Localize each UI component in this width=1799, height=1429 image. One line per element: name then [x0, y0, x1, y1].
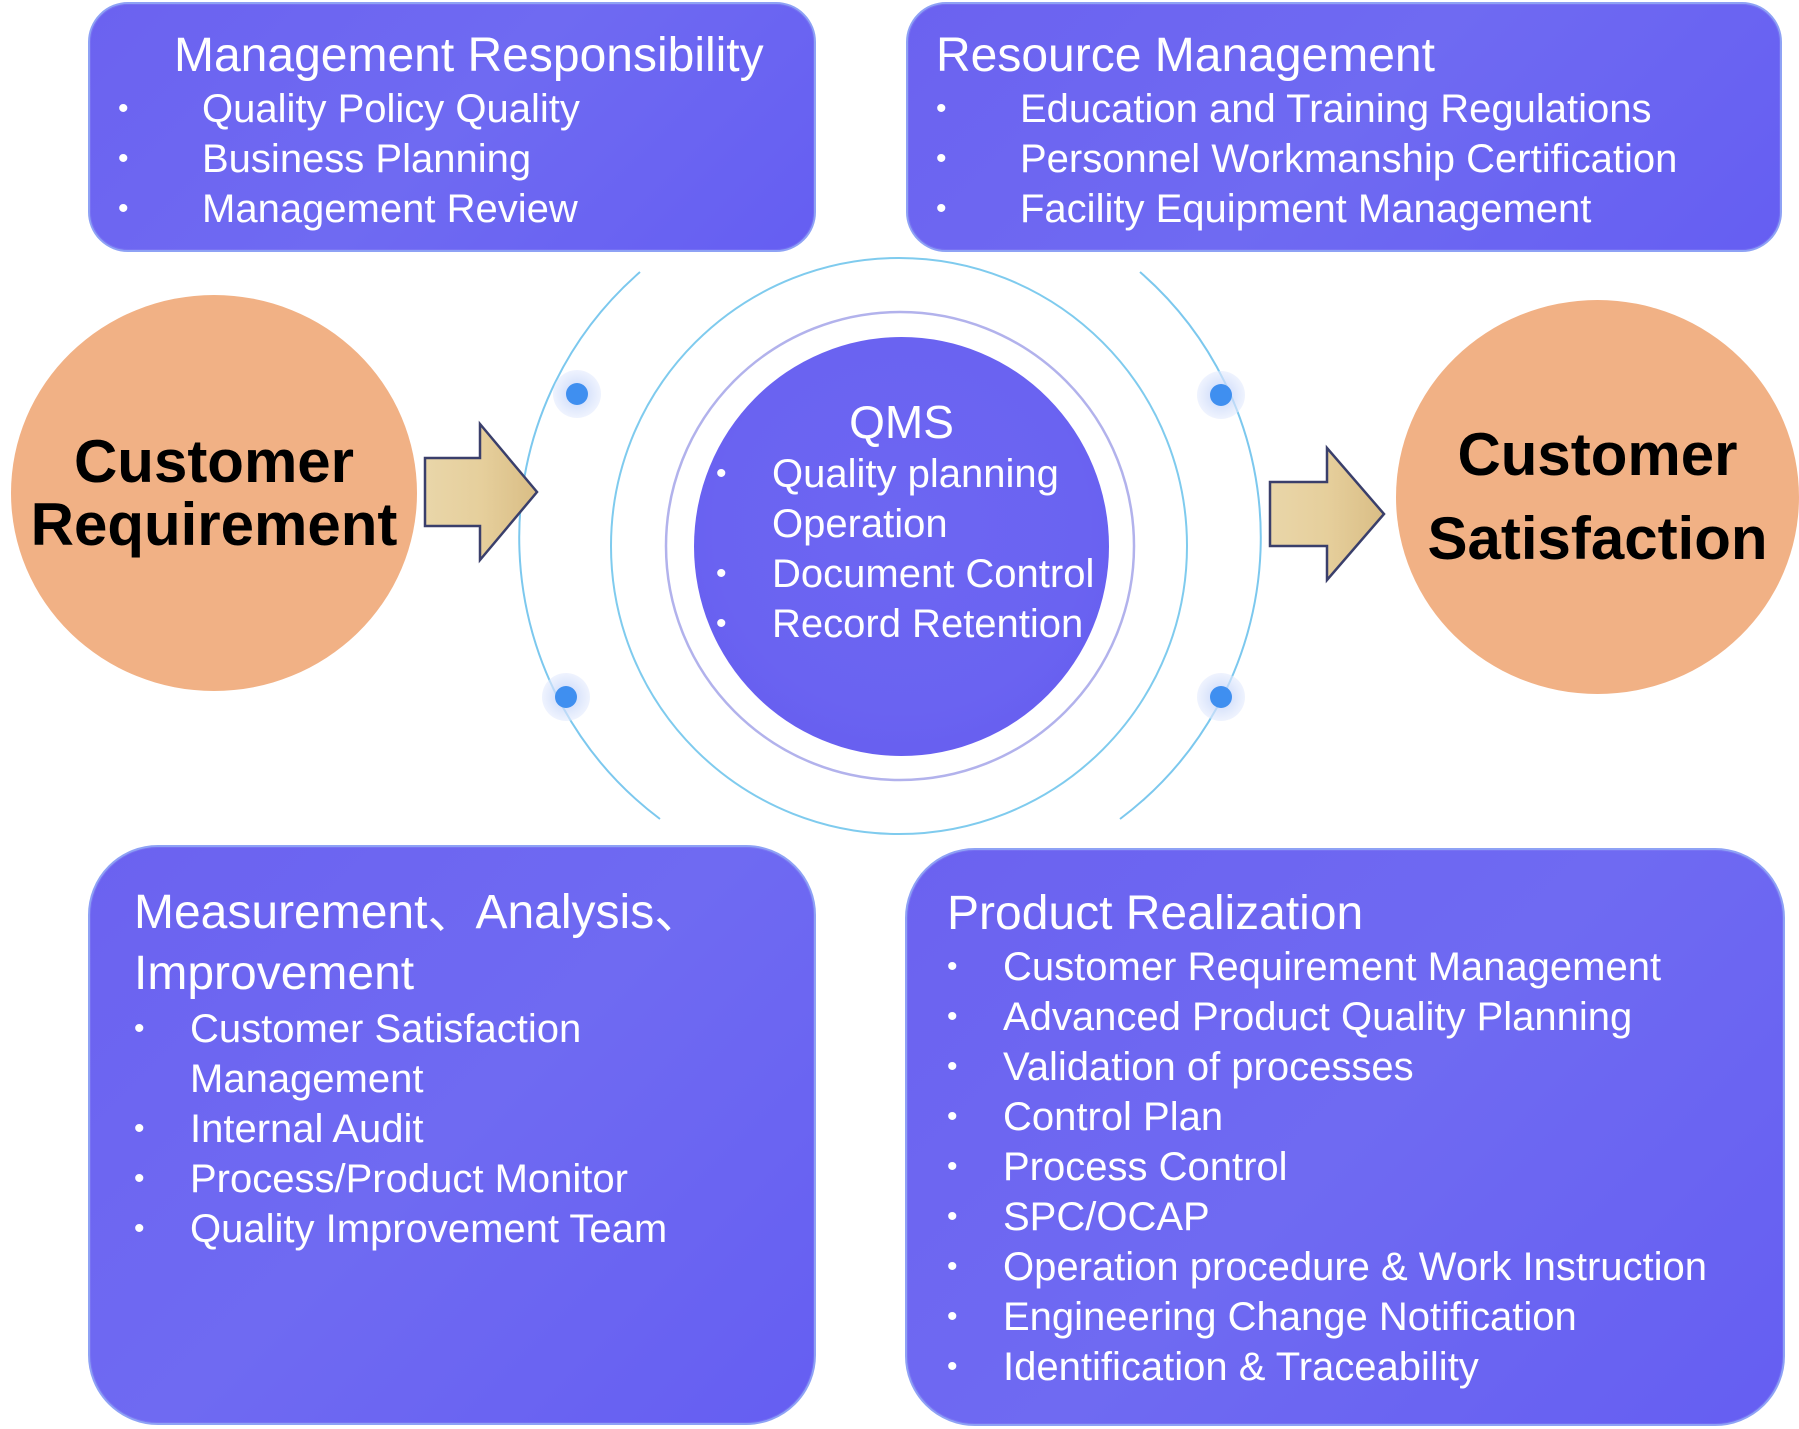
list-item: •Customer Satisfaction Management — [134, 1004, 750, 1104]
bullet-icon: • — [134, 1212, 145, 1245]
customer-satisfaction-line1: Customer — [1457, 421, 1738, 488]
list-item: •Engineering Change Notification — [947, 1292, 1783, 1342]
panel-title: Product Realization — [947, 887, 1364, 940]
bullet-icon: • — [947, 1300, 958, 1333]
bullet-icon: • — [134, 1162, 145, 1195]
list-item: •Advanced Product Quality Planning — [947, 992, 1783, 1042]
outer-ring-arc-left — [518, 271, 661, 820]
list-item: •Education and Training Regulations — [936, 84, 1780, 134]
bullet-icon: • — [947, 1050, 958, 1083]
list-item: •Identification & Traceability — [947, 1342, 1783, 1392]
list-item: •Customer Requirement Management — [947, 942, 1783, 992]
item-list: •Customer Satisfaction Management •Inter… — [134, 1004, 814, 1254]
bullet-icon: • — [947, 1350, 958, 1383]
list-item: •Document Control — [716, 549, 1094, 599]
product-realization-panel: Product Realization •Customer Requiremen… — [905, 848, 1785, 1426]
list-item: •Process/Product Monitor — [134, 1154, 750, 1204]
bullet-icon: • — [936, 192, 947, 225]
orbit-dot-bottom-left — [542, 673, 590, 721]
bullet-icon: • — [947, 1200, 958, 1233]
customer-satisfaction-circle: Customer Satisfaction — [1396, 300, 1799, 694]
resource-management-panel: Resource Management •Education and Train… — [906, 2, 1782, 252]
bullet-icon: • — [947, 1000, 958, 1033]
list-item: •SPC/OCAP — [947, 1192, 1783, 1242]
list-item: •Operation procedure & Work Instruction — [947, 1242, 1783, 1292]
inner-ring — [664, 310, 1136, 782]
management-responsibility-panel: Management Responsibility •Quality Polic… — [88, 2, 816, 252]
list-item: •Record Retention — [716, 599, 1094, 649]
bullet-icon: • — [947, 1250, 958, 1283]
list-item: •Validation of processes — [947, 1042, 1783, 1092]
middle-ring — [610, 257, 1188, 835]
list-item: •Quality planning Operation — [716, 449, 1094, 549]
customer-requirement-line2: Requirement — [30, 491, 398, 558]
bullet-icon: • — [118, 142, 129, 175]
bullet-icon: • — [716, 457, 727, 490]
orbit-dot-top-left — [553, 370, 601, 418]
orbit-dot-bottom-right — [1197, 673, 1245, 721]
bullet-icon: • — [118, 92, 129, 125]
list-item: •Quality Policy Quality — [118, 84, 814, 134]
list-item: •Control Plan — [947, 1092, 1783, 1142]
orbit-dot-top-right — [1197, 371, 1245, 419]
qms-title: QMS — [849, 396, 954, 448]
panel-title: Measurement、Analysis、Improvement — [134, 886, 703, 1000]
measurement-analysis-improvement-panel: Measurement、Analysis、Improvement •Custom… — [88, 845, 816, 1425]
bullet-icon: • — [947, 1100, 958, 1133]
item-list: •Quality Policy Quality •Business Planni… — [118, 84, 814, 234]
bullet-icon: • — [947, 1150, 958, 1183]
customer-requirement-circle: Customer Requirement — [11, 295, 417, 691]
outer-ring-arc-right — [1119, 271, 1262, 820]
panel-title: Management Responsibility — [174, 29, 764, 82]
bullet-icon: • — [716, 607, 727, 640]
qms-core-circle: QMS •Quality planning Operation •Documen… — [694, 337, 1109, 756]
list-item: •Business Planning — [118, 134, 814, 184]
list-item: •Facility Equipment Management — [936, 184, 1780, 234]
list-item: •Quality Improvement Team — [134, 1204, 750, 1254]
list-item: •Personnel Workmanship Certification — [936, 134, 1780, 184]
bullet-icon: • — [134, 1112, 145, 1145]
list-item: •Process Control — [947, 1142, 1783, 1192]
bullet-icon: • — [118, 192, 129, 225]
customer-requirement-line1: Customer — [73, 428, 355, 495]
panel-title: Resource Management — [936, 29, 1435, 82]
bullet-icon: • — [936, 142, 947, 175]
item-list: •Education and Training Regulations •Per… — [936, 84, 1780, 234]
arrow-left-icon — [423, 420, 539, 564]
customer-satisfaction-line2: Satisfaction — [1427, 505, 1768, 572]
bullet-icon: • — [936, 92, 947, 125]
item-list: •Customer Requirement Management •Advanc… — [947, 942, 1783, 1392]
list-item: •Internal Audit — [134, 1104, 750, 1154]
arrow-right-icon — [1268, 444, 1386, 584]
qms-item-list: •Quality planning Operation •Document Co… — [716, 449, 1094, 649]
bullet-icon: • — [716, 557, 727, 590]
bullet-icon: • — [134, 1012, 145, 1045]
bullet-icon: • — [947, 950, 958, 983]
list-item: •Management Review — [118, 184, 814, 234]
